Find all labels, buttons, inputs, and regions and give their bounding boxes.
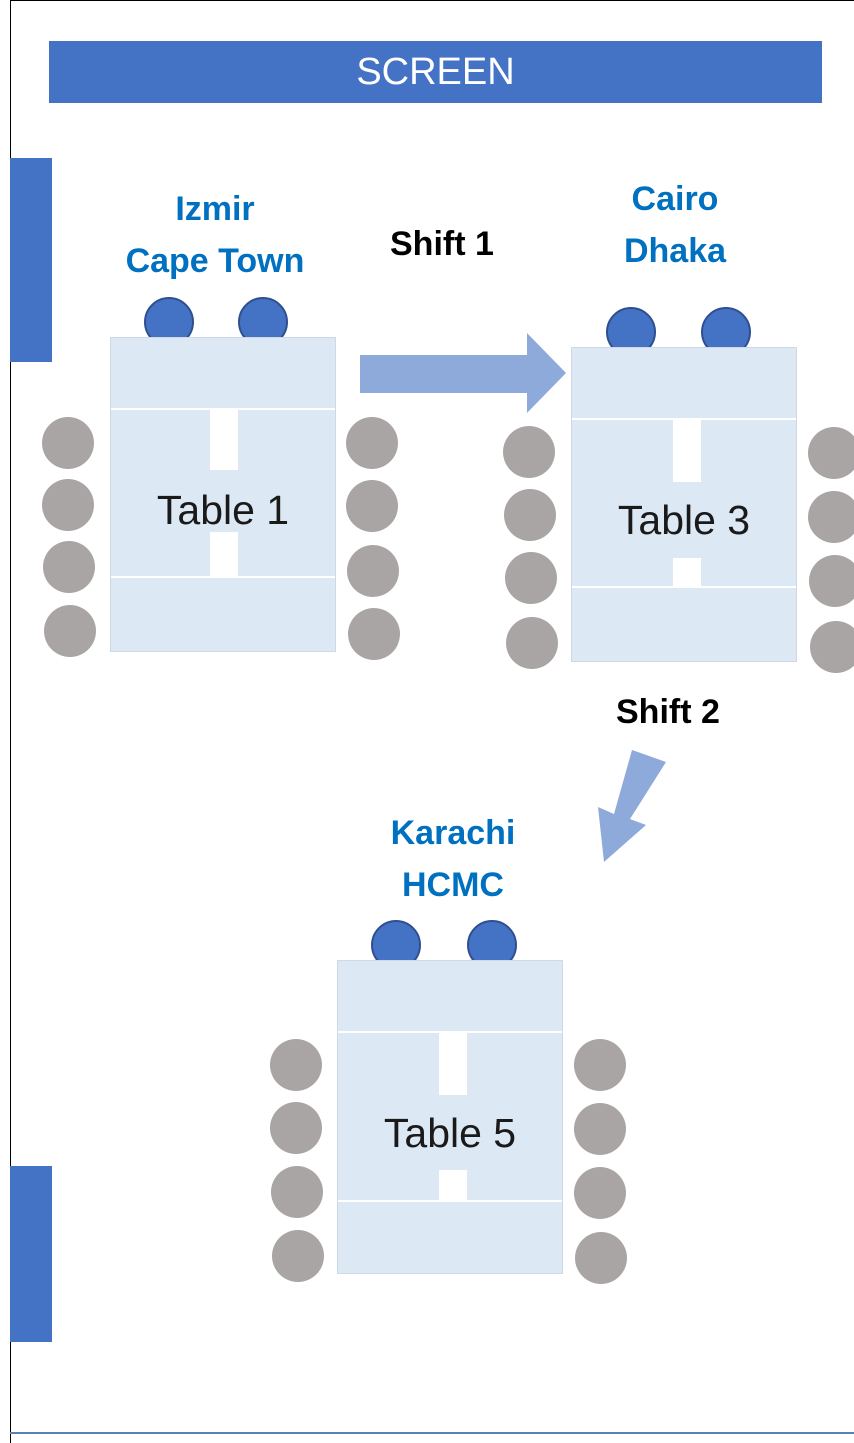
table-3-seat-left-2 <box>504 489 556 541</box>
table-3-seat-left-3 <box>505 552 557 604</box>
shift-1-label: Shift 1 <box>390 225 494 263</box>
door-top-left <box>10 158 52 362</box>
table-1-seat-left-2 <box>42 479 94 531</box>
table-3-seat-left-4 <box>506 617 558 669</box>
table-5-label: Table 5 <box>383 1110 517 1156</box>
table-3-seat-left-1 <box>503 426 555 478</box>
table-1-gap-bottom <box>210 532 238 576</box>
table-3-team-city-2: Dhaka <box>623 232 727 270</box>
table-5 <box>337 960 563 1274</box>
table-5-seat-right-4 <box>575 1232 627 1284</box>
table-3-seat-right-2 <box>808 491 854 543</box>
table-1-seat-right-3 <box>347 545 399 597</box>
table-5-seat-left-2 <box>270 1102 322 1154</box>
table-3-seam-bottom <box>572 586 796 588</box>
shift-2-label: Shift 2 <box>616 693 720 731</box>
table-1-seam-top <box>111 408 335 410</box>
table-5-team-city-1: Karachi <box>390 814 516 852</box>
table-5-team-city-2: HCMC <box>402 866 504 904</box>
table-1-seat-right-2 <box>346 480 398 532</box>
table-5-seat-right-3 <box>574 1167 626 1219</box>
table-1-seam-bottom <box>111 576 335 578</box>
table-3-label: Table 3 <box>617 497 751 543</box>
table-5-seat-left-3 <box>271 1166 323 1218</box>
table-1-gap-top <box>210 410 238 470</box>
table-5-seam-bottom <box>338 1200 562 1202</box>
room-wall-bottom <box>10 1432 854 1434</box>
table-1-seat-left-4 <box>44 605 96 657</box>
table-3-gap-bottom <box>673 558 701 586</box>
table-5-seat-left-1 <box>270 1039 322 1091</box>
shift-1-arrow <box>360 333 566 413</box>
table-1-seat-left-1 <box>42 417 94 469</box>
table-1-team-city-1: Izmir <box>175 190 255 228</box>
table-3-team-city-1: Cairo <box>631 180 719 218</box>
table-5-seat-right-2 <box>574 1103 626 1155</box>
table-3-seat-right-4 <box>810 621 854 673</box>
table-1-seat-right-4 <box>348 608 400 660</box>
table-3 <box>571 347 797 662</box>
table-3-seat-right-3 <box>809 555 854 607</box>
table-5-seat-left-4 <box>272 1230 324 1282</box>
table-5-gap-bottom <box>439 1170 467 1200</box>
table-3-seat-right-1 <box>808 427 854 479</box>
door-bottom-left <box>10 1166 52 1342</box>
table-1-label: Table 1 <box>156 487 290 533</box>
table-1-seat-left-3 <box>43 541 95 593</box>
table-3-gap-top <box>673 420 701 482</box>
shift-2-arrow <box>598 750 666 862</box>
table-5-gap-top <box>439 1033 467 1095</box>
table-1 <box>110 337 336 652</box>
room-wall-top <box>10 0 854 1</box>
room-wall-left <box>10 0 11 1443</box>
table-1-team-city-2: Cape Town <box>125 242 305 280</box>
screen-bar: SCREEN <box>49 41 822 103</box>
table-1-seat-right-1 <box>346 417 398 469</box>
table-3-seam-top <box>572 418 796 420</box>
table-5-seat-right-1 <box>574 1039 626 1091</box>
table-5-seam-top <box>338 1031 562 1033</box>
